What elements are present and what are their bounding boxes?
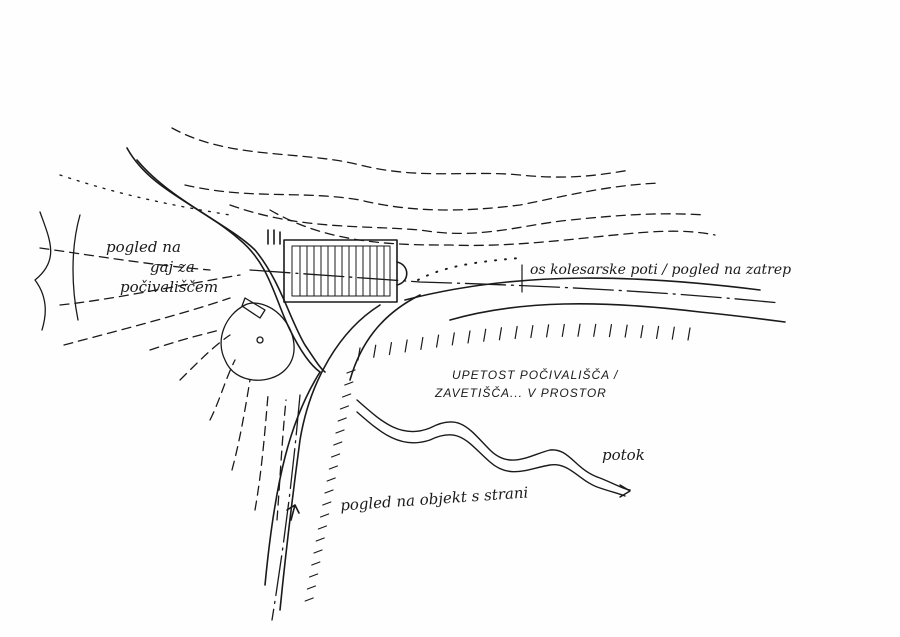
hatch-mark (337, 417, 347, 422)
building-plan (267, 229, 408, 303)
hatch-mark (467, 330, 471, 344)
label-placement-2: ZAVETIŠČA... V PROSTOR (435, 386, 607, 400)
hatch-mark (593, 323, 597, 337)
trees-left (34, 211, 81, 331)
tree-group (220, 297, 295, 381)
hatch-mark (640, 325, 644, 339)
hatch-mark (687, 327, 691, 341)
hatch-mark (309, 573, 319, 578)
hatch-mark (530, 324, 534, 339)
hatch-mark (324, 489, 334, 494)
hatch-mark (317, 525, 327, 530)
hatch-mark (315, 537, 325, 542)
slope-hatching (304, 323, 691, 602)
stream (356, 399, 631, 498)
hatch-mark (342, 393, 352, 398)
hatch-mark (498, 327, 503, 341)
hatch-mark (545, 324, 550, 338)
hatch-mark (311, 561, 321, 566)
hatch-mark (320, 513, 330, 518)
hatch-mark (577, 323, 581, 337)
label-bike-axis: os kolesarske poti / pogled na zatrep (530, 262, 792, 278)
hatch-mark (306, 585, 316, 590)
bike-axis-lines (249, 269, 781, 621)
hatch-mark (373, 344, 377, 358)
hatch-mark (335, 429, 345, 434)
hatch-mark (483, 328, 487, 342)
road (126, 147, 786, 611)
hatch-mark (322, 501, 332, 506)
hatch-mark (420, 336, 424, 351)
hatch-mark (671, 326, 675, 340)
hatch-mark (357, 347, 361, 361)
label-grove-view-2: gaj za (150, 258, 195, 276)
hatch-mark (514, 325, 518, 340)
building-rafters (299, 245, 385, 297)
label-grove-view-1: pogled na (106, 238, 181, 256)
label-stream: potok (602, 446, 645, 464)
hatch-mark (331, 453, 341, 458)
hatch-mark (404, 339, 408, 353)
dotted-edge (417, 257, 521, 281)
hatch-mark (313, 549, 323, 554)
hatch-mark (435, 334, 440, 348)
contour-lines (39, 127, 716, 521)
hatch-mark (326, 477, 336, 482)
hatch-mark (561, 323, 565, 338)
hatch-mark (388, 341, 393, 356)
hatch-mark (624, 324, 628, 338)
label-grove-view-3: počivališčem (120, 278, 219, 296)
hatch-mark (608, 324, 613, 338)
hatch-mark (655, 325, 660, 339)
hatch-mark (328, 465, 338, 470)
hatch-mark (344, 381, 354, 386)
hatch-mark (346, 369, 356, 374)
hatch-mark (339, 405, 349, 410)
hatch-mark (451, 332, 455, 346)
hatch-mark (333, 441, 343, 446)
hatch-mark (304, 597, 314, 602)
label-placement-1: UPETOST POČIVALIŠČA / (452, 368, 619, 382)
